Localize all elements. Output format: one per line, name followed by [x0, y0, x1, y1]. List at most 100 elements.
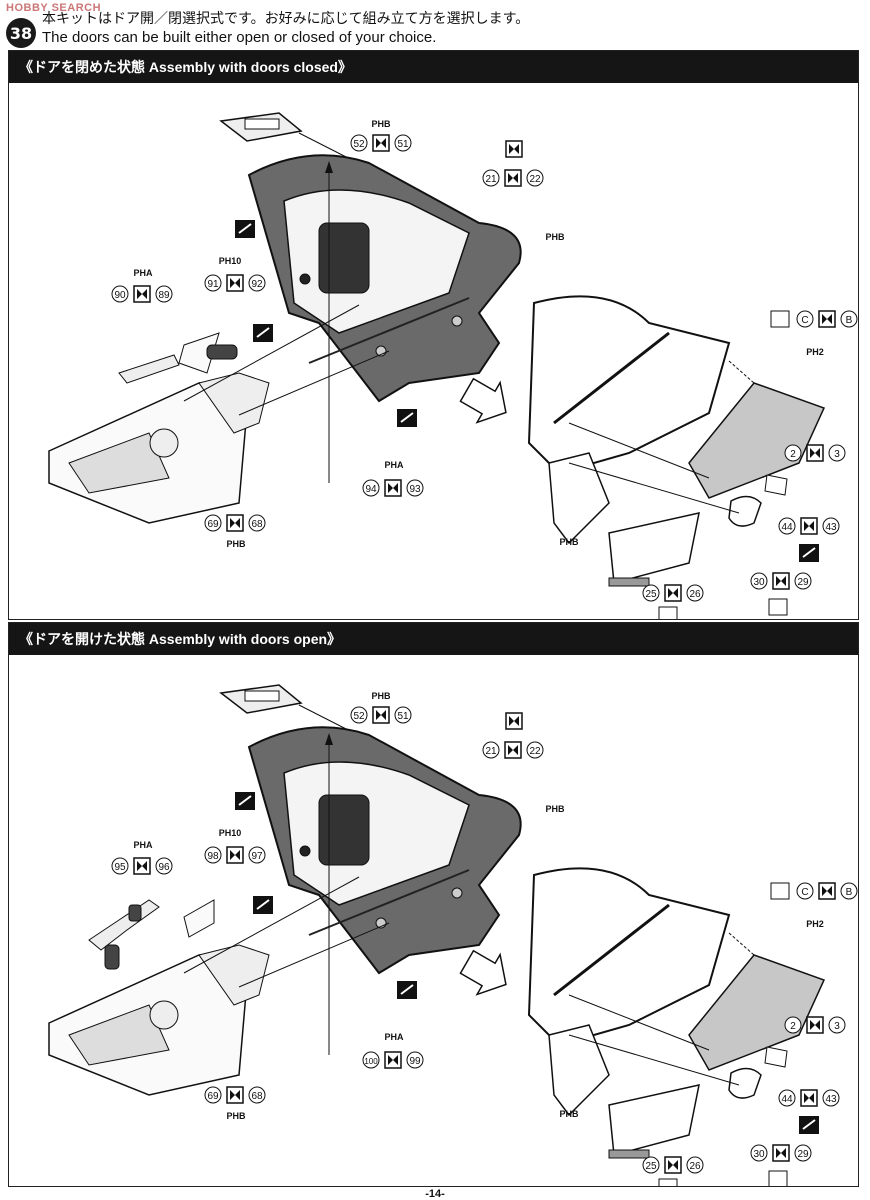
part-number-label: 93 — [409, 484, 421, 495]
cement-icon — [810, 448, 820, 458]
part-number-label: 51 — [397, 711, 409, 722]
door-window-part — [688, 954, 826, 1071]
part-number-circle — [822, 517, 840, 535]
part-number-circle — [526, 169, 544, 187]
cement-icon — [388, 483, 398, 493]
door-trim-part — [608, 1084, 700, 1156]
mirror-glass-part — [764, 474, 788, 496]
panel-title: 《ドアを閉めた状態 Assembly with doors closed》 — [9, 51, 858, 83]
part-number-circle — [526, 741, 544, 759]
assembly-direction-arrow — [459, 377, 507, 424]
leader-line — [568, 422, 710, 479]
part-number-circle — [155, 857, 173, 875]
part-number-label: 96 — [158, 862, 170, 873]
cement-icon — [137, 289, 147, 299]
paint-chip-stripe — [256, 899, 270, 910]
part-number-label: 90 — [114, 290, 126, 301]
part-number-label: C — [801, 315, 808, 326]
damper-part — [206, 344, 238, 360]
seat-back-part — [318, 222, 370, 294]
body-crease — [308, 869, 470, 936]
paint-code-label: PHB — [545, 232, 565, 242]
part-number-circle — [350, 706, 368, 724]
cement-icon — [376, 710, 386, 720]
part-number-circle — [642, 584, 660, 602]
part-number-circle — [248, 1086, 266, 1104]
cement-icon — [509, 716, 519, 726]
part-number-circle — [204, 1086, 222, 1104]
part-number-circle — [828, 1016, 846, 1034]
part-number-label: 2 — [790, 449, 796, 460]
part-number-circle — [828, 444, 846, 462]
part-number-label: 29 — [797, 577, 809, 588]
paint-chip-stripe — [400, 984, 414, 995]
part-number-circle — [111, 285, 129, 303]
paint-code-label: PHB — [545, 804, 565, 814]
part-number-label: 94 — [365, 484, 377, 495]
cement-icon — [230, 278, 240, 288]
part-number-label: 29 — [797, 1149, 809, 1160]
paint-chip-stripe — [238, 795, 252, 806]
paint-code-label: PHB — [559, 537, 579, 547]
cement-icon — [508, 173, 518, 183]
part-number-circle — [642, 1156, 660, 1174]
part-number-circle — [406, 1051, 424, 1069]
cement-icon — [509, 144, 519, 154]
steering-wheel — [149, 428, 179, 458]
leader-line — [728, 360, 755, 384]
part-number-circle — [686, 1156, 704, 1174]
cement-icon — [804, 1093, 814, 1103]
cement-icon — [804, 521, 814, 531]
door-outer-part — [527, 867, 731, 1047]
part-number-circle — [840, 882, 858, 900]
part-number-circle — [778, 517, 796, 535]
hinge-arm-part — [88, 899, 160, 951]
leader-line — [568, 994, 710, 1051]
cement-icon — [508, 745, 518, 755]
mount-pin — [299, 845, 311, 857]
part-number-circle — [750, 572, 768, 590]
door-crease — [553, 331, 670, 425]
steering-wheel — [149, 1000, 179, 1030]
cement-icon — [230, 1090, 240, 1100]
part-number-label: 92 — [251, 279, 263, 290]
part-number-circle — [248, 846, 266, 864]
page-number: -14- — [425, 1188, 445, 1200]
part-number-label: 89 — [158, 290, 170, 301]
decal-icon — [768, 598, 788, 616]
part-number-label: 69 — [207, 519, 219, 530]
part-number-circle — [686, 584, 704, 602]
paint-code-label: PHA — [384, 460, 404, 470]
step-number-badge: 38 — [6, 18, 36, 48]
intro-text-en: The doors can be built either open or cl… — [42, 29, 437, 46]
part-number-circle — [248, 514, 266, 532]
rod-part — [118, 354, 180, 384]
cement-icon — [668, 588, 678, 598]
cement-icon — [776, 1148, 786, 1158]
leader-line — [568, 462, 740, 514]
door-trim-shadow — [608, 1149, 650, 1159]
paint-chip-stripe — [802, 547, 816, 558]
door-outer-part — [527, 295, 731, 475]
cement-icon — [668, 1160, 678, 1170]
part-number-circle — [362, 1051, 380, 1069]
decal-icon — [770, 310, 790, 328]
part-number-circle — [350, 134, 368, 152]
part-number-circle — [204, 274, 222, 292]
bracket-part — [183, 899, 215, 938]
paint-code-label: PHB — [371, 691, 391, 701]
part-number-label: 22 — [529, 174, 541, 185]
part-number-label: B — [846, 315, 853, 326]
leader-line — [238, 350, 390, 416]
part-number-label: 98 — [207, 851, 219, 862]
part-number-circle — [840, 310, 858, 328]
damper-part — [104, 944, 120, 970]
part-number-circle — [796, 882, 814, 900]
paint-code-label: PHA — [133, 840, 153, 850]
decal-icon — [770, 882, 790, 900]
part-number-label: C — [801, 887, 808, 898]
paint-chip-stripe — [400, 412, 414, 423]
part-number-circle — [204, 846, 222, 864]
paint-code-label: PH2 — [806, 919, 824, 929]
